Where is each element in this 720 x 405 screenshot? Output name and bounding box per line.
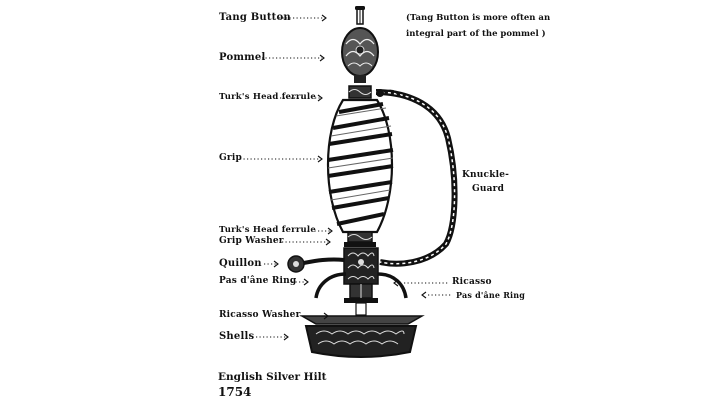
- note-line-1: (Tang Button is more often an: [406, 13, 551, 23]
- pas-dane-ring-right: [377, 272, 408, 299]
- leader-lines: [240, 17, 452, 338]
- quillon-block: [343, 247, 379, 285]
- label-grip: Grip: [219, 153, 242, 163]
- label-shells: Shells: [219, 331, 255, 342]
- pommel: [341, 27, 379, 83]
- caption-year: 1754: [218, 385, 252, 399]
- leader-arrowheads: [273, 14, 427, 341]
- top-ferrule: [348, 85, 372, 99]
- label-ricasso-washer: Ricasso Washer: [219, 310, 301, 320]
- grip: [326, 98, 394, 234]
- label-knuckle-guard-1: Knuckle-: [462, 170, 510, 180]
- label-turks-head-top: Turk's Head ferrule: [219, 92, 316, 102]
- caption-title: English Silver Hilt: [218, 371, 327, 383]
- label-turks-head-bottom: Turk's Head ferrule: [219, 225, 316, 235]
- tang-button: [355, 6, 365, 25]
- shells: [299, 315, 425, 358]
- blade: [355, 302, 367, 316]
- pas-dane-ring-left: [314, 272, 347, 299]
- label-ricasso: Ricasso: [452, 277, 492, 287]
- note-text: (Tang Button is more often an integral p…: [406, 10, 550, 42]
- knuckle-guard: [375, 89, 458, 267]
- quillon: [287, 255, 345, 273]
- bottom-ferrule: [347, 231, 373, 243]
- note-line-2: integral part of the pommel ): [406, 29, 546, 39]
- label-knuckle-guard-2: Guard: [472, 184, 505, 194]
- label-tang-button: Tang Button: [219, 12, 291, 23]
- label-pommel: Pommel: [219, 52, 266, 63]
- label-quillon: Quillon: [219, 258, 262, 269]
- grip-washer: [344, 242, 376, 247]
- ricasso-washer: [344, 298, 378, 303]
- label-grip-washer: Grip Washer: [219, 236, 284, 246]
- label-pas-dane-right: Pas d'âne Ring: [456, 290, 526, 300]
- label-pas-dane-left: Pas d'âne Ring: [219, 276, 297, 286]
